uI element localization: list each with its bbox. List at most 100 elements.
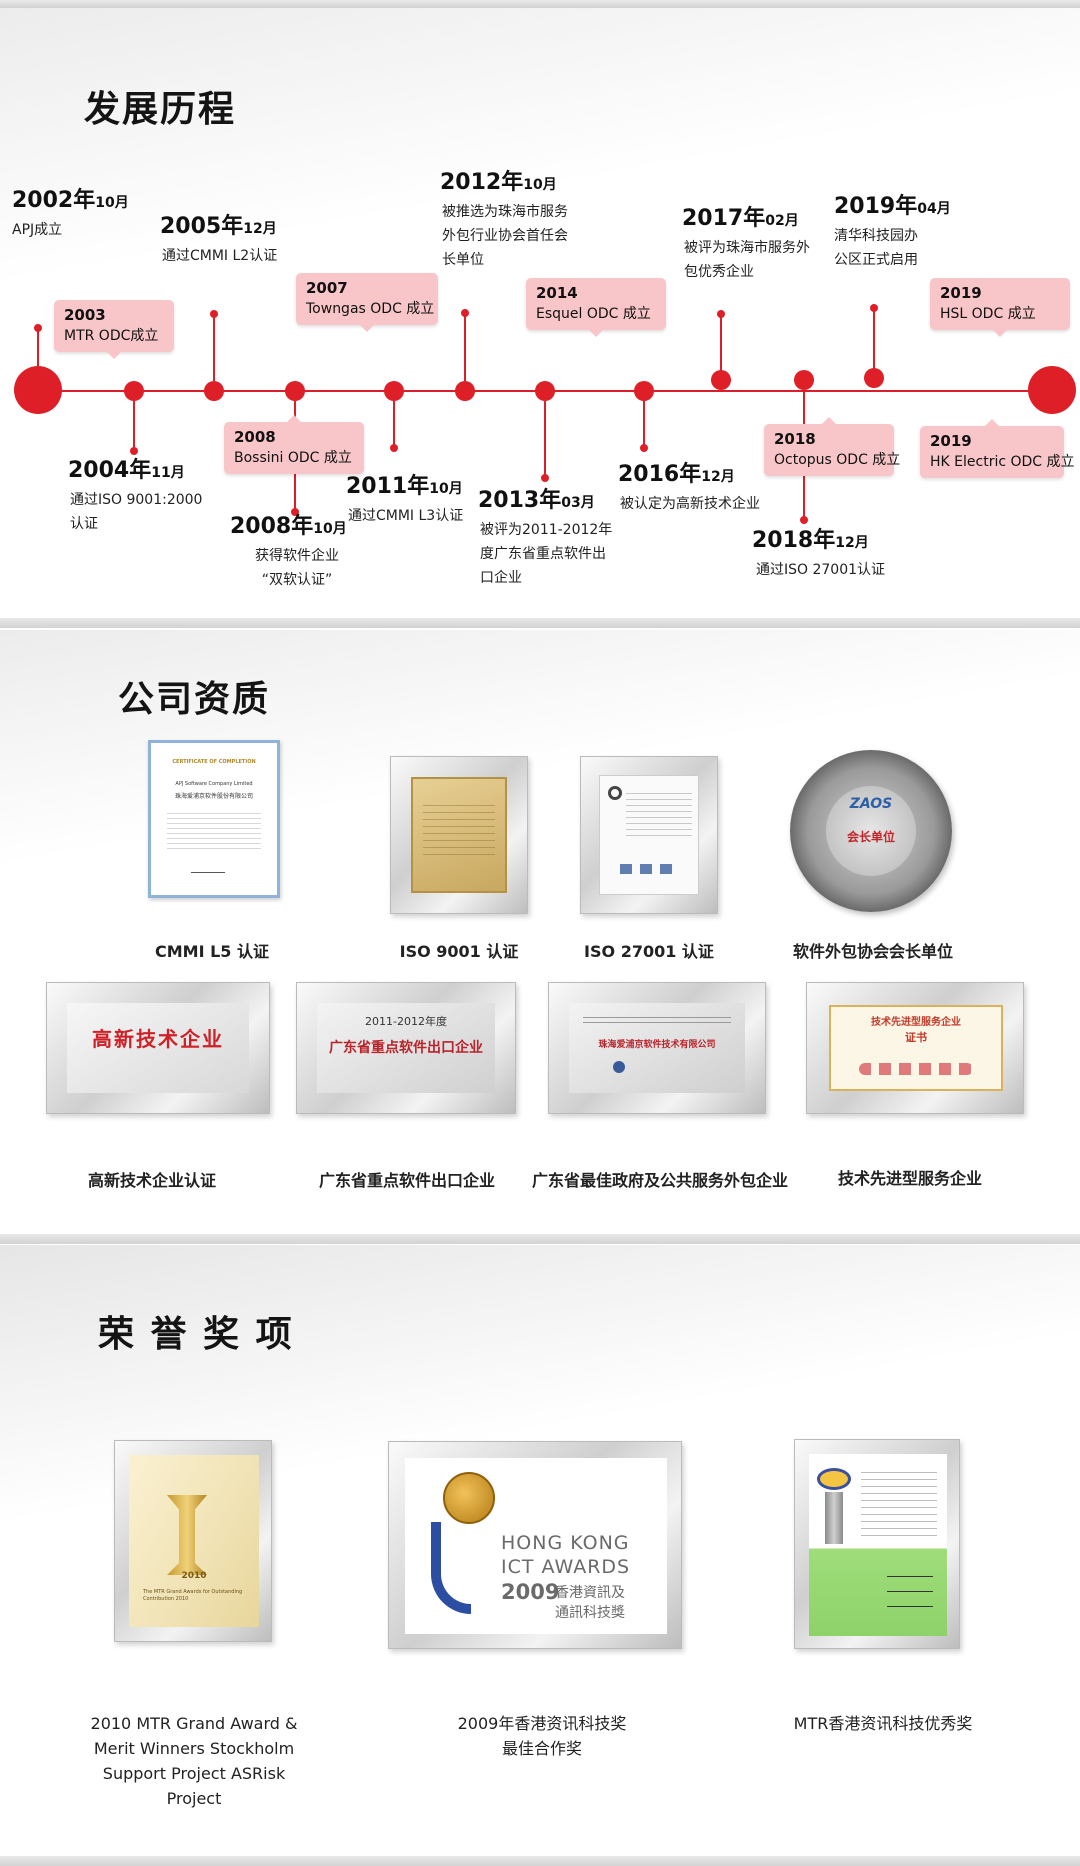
dot-2005 [204, 381, 224, 401]
dot-2019 [864, 368, 884, 388]
cert-label-advanced-service: 技术先进型服务企业 [837, 1169, 982, 1188]
stem-2019 [873, 308, 875, 370]
award-label-mtr-grand: 2010 MTR Grand Award &Merit Winners Stoc… [90, 1714, 298, 1808]
event-desc-2013: 被评为2011-2012年度广东省重点软件出口企业 [480, 522, 613, 586]
mtr-excellence-eye-icon [817, 1468, 851, 1490]
cmmi-cert-heading: CERTIFICATE OF COMPLETION [172, 759, 256, 765]
cmmi-cert-company: APJ Software Company Limited [175, 781, 253, 787]
qualifications-section: 公司资质 CERTIFICATE OF COMPLETION APJ Softw… [0, 630, 1080, 1232]
cert-label-hitech: 高新技术企业认证 [87, 1171, 216, 1190]
mtr-trophy-icon [167, 1495, 207, 1575]
award-label-mtr-excellence: MTR香港资讯科技优秀奖 [793, 1714, 973, 1733]
mtr-grand-award-certificate: 2010 The MTR Grand Awards for Outstandin… [129, 1455, 259, 1627]
ict-awards-certificate: HONG KONG ICT AWARDS 2009 香港資訊及 通訊科技獎 [405, 1458, 667, 1634]
stem-2012 [464, 313, 466, 381]
dot-2004 [124, 381, 144, 401]
event-date-2012: 2012年10月 [440, 170, 557, 195]
ict-line2: ICT AWARDS [501, 1556, 631, 1578]
ict-globe-icon [443, 1472, 495, 1524]
gd-best-frame: 珠海爱浦京软件技术有限公司 [548, 982, 766, 1114]
stem-end-2016 [640, 444, 648, 452]
plate-logo: ZAOS [849, 796, 893, 812]
stem-end-2012 [461, 309, 469, 317]
section-divider-1 [0, 618, 1080, 628]
timeline-section: 发展历程 [0, 8, 1080, 618]
hitech-frame: 高新技术企业 [46, 982, 270, 1114]
advanced-service-certificate: 技术先进型服务企业 证书 [829, 1005, 1003, 1091]
dot-2016 [634, 381, 654, 401]
event-desc-2019: 清华科技园办公区正式启用 [834, 228, 918, 268]
stem-end-2013 [541, 474, 549, 482]
gd-export-plaque: 2011-2012年度 广东省重点软件出口企业 [317, 1003, 495, 1093]
mtr-excellence-certificate [809, 1454, 947, 1636]
stem-end-2019 [870, 304, 878, 312]
event-desc-2017: 被评为珠海市服务外包优秀企业 [684, 240, 810, 280]
event-date-2016: 2016年12月 [618, 462, 735, 487]
dot-2008 [285, 381, 305, 401]
gd-export-title: 广东省重点软件出口企业 [329, 1040, 483, 1056]
dot-2011 [384, 381, 404, 401]
cert-label-gd-best: 广东省最佳政府及公共服务外包企业 [532, 1171, 789, 1190]
iso27001-frame [580, 756, 718, 914]
ict-cn1: 香港資訊及 [555, 1585, 625, 1601]
event-desc-2016: 被认定为高新技术企业 [620, 496, 760, 512]
iso9001-plaque-text [423, 799, 495, 859]
hitech-plaque: 高新技术企业 [67, 1003, 249, 1093]
event-date-2005: 2005年12月 [160, 214, 277, 239]
event-desc-2008: 获得软件企业“双软认证” [255, 548, 339, 588]
dot-2013 [535, 381, 555, 401]
gd-best-plaque: 珠海爱浦京软件技术有限公司 [569, 1003, 745, 1093]
iso9001-plaque [411, 777, 507, 893]
stem-2011 [393, 401, 395, 447]
stem-2004 [133, 401, 135, 449]
dot-2018 [794, 370, 814, 390]
mtr-excellence-frame [794, 1439, 960, 1649]
stem-end-2003 [34, 324, 42, 332]
iso9001-frame [390, 756, 528, 914]
ict-line1: HONG KONG [501, 1532, 630, 1554]
event-date-2018: 2018年12月 [752, 528, 869, 553]
stem-2017 [720, 314, 722, 372]
event-desc-2018: 通过ISO 27001认证 [756, 562, 886, 578]
mtr-excellence-figure [825, 1492, 843, 1544]
advanced-service-seals [859, 1063, 973, 1075]
iso27001-certificate [599, 775, 699, 895]
iso27001-seals [620, 864, 680, 874]
event-date-2013: 2013年03月 [478, 488, 595, 513]
event-date-2017: 2017年02月 [682, 206, 799, 231]
dot-2012 [455, 381, 475, 401]
ict-year: 2009 [501, 1580, 560, 1604]
top-border [0, 0, 1080, 8]
event-desc-2012: 被推选为珠海市服务外包行业协会首任会长单位 [442, 204, 568, 268]
advanced-service-sub: 证书 [905, 1031, 927, 1044]
mtr-excellence-signatures [887, 1562, 933, 1614]
gd-best-company: 珠海爱浦京软件技术有限公司 [598, 1040, 716, 1050]
event-desc-2002: APJ成立 [12, 222, 63, 238]
qualifications-background [0, 630, 1080, 1230]
cmmi-certificate: CERTIFICATE OF COMPLETION APJ Software C… [148, 740, 280, 898]
award-label-ict-2009: 2009年香港资讯科技奖最佳合作奖 [457, 1714, 627, 1758]
gd-export-frame: 2011-2012年度 广东省重点软件出口企业 [296, 982, 516, 1114]
gd-best-header [583, 1013, 731, 1023]
bottom-border [0, 1856, 1080, 1866]
honors-title: 荣 誉 奖 项 [98, 1314, 294, 1355]
cmmi-cert-body [167, 809, 261, 849]
advanced-service-title: 技术先进型服务企业 [871, 1017, 961, 1028]
cert-label-cmmi: CMMI L5 认证 [154, 942, 269, 961]
mtr-caption: The MTR Grand Awards for Outstanding Con… [143, 1589, 243, 1602]
event-date-2011: 2011年10月 [346, 474, 463, 499]
event-date-2008: 2008年10月 [230, 514, 347, 539]
cert-label-gd-export: 广东省重点软件出口企业 [318, 1171, 495, 1190]
iso27001-logo-icon [608, 786, 622, 800]
ict-swoosh-icon [431, 1522, 471, 1614]
stem-end-2004 [130, 447, 138, 455]
